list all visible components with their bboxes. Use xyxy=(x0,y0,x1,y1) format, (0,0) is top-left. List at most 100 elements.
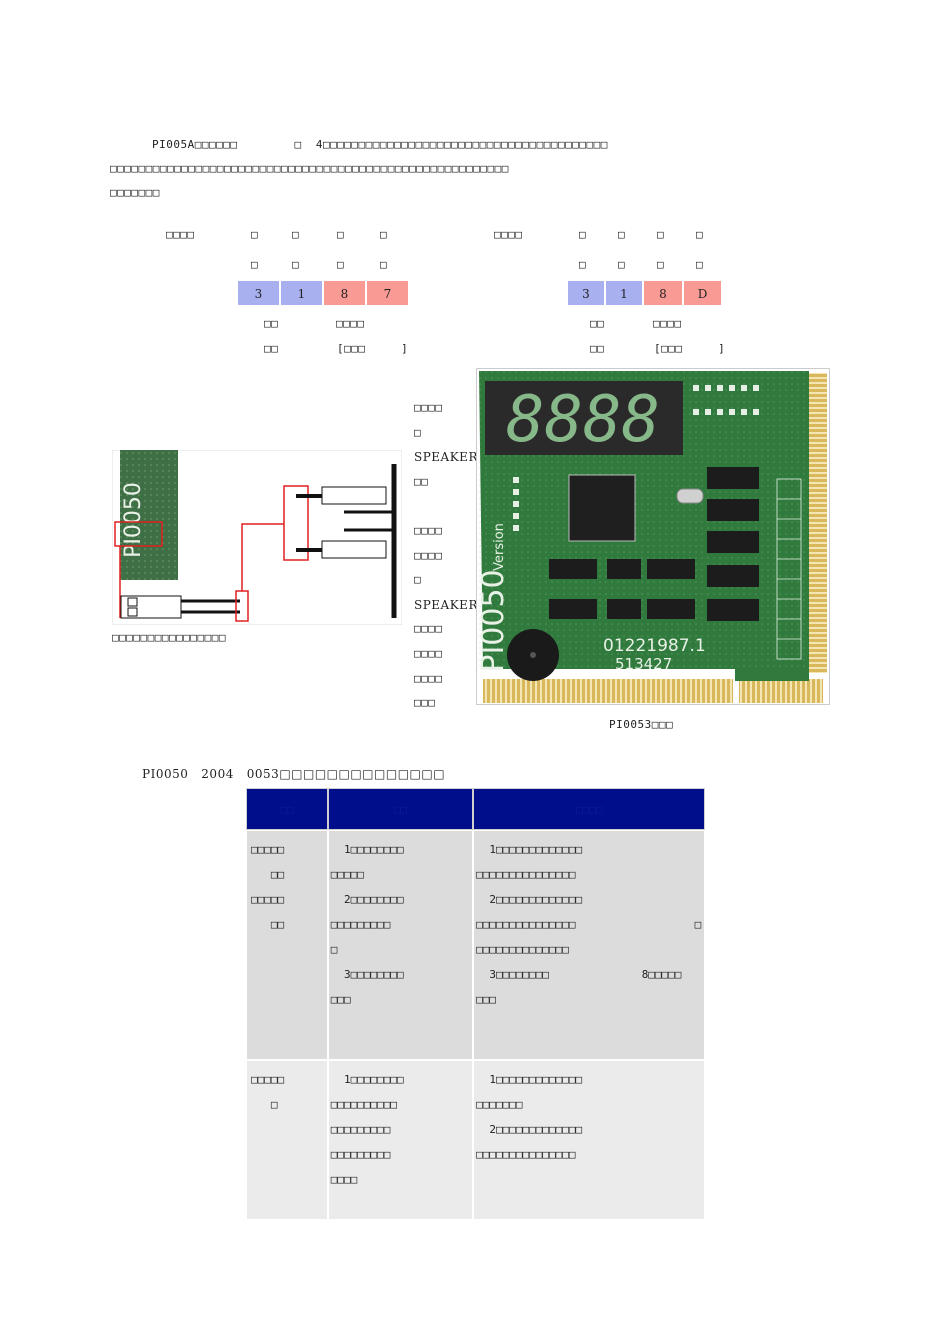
right-row2-2: □ xyxy=(657,258,665,271)
row2-col1-line: □□□□□ xyxy=(251,1073,285,1086)
header-col-3: □□□□ xyxy=(473,788,705,830)
right-row2-0: □ xyxy=(579,258,587,271)
intro-line-3: □□□□□□□ xyxy=(110,186,160,199)
row2-col1-line: □ xyxy=(251,1098,278,1111)
note-line-3: □□ xyxy=(414,474,429,488)
note-line-4 xyxy=(414,494,478,519)
row1-col2: 1□□□□□□□□ □□□□□ 2□□□□□□□□ □□□□□□□□□ □ 3□… xyxy=(327,830,474,1060)
left-row2-1: □ xyxy=(292,258,300,271)
note-line-9: □□□□ xyxy=(414,622,443,636)
pi0053-board-photo: 8888 xyxy=(476,368,830,705)
left-row1-0: □ xyxy=(251,228,259,241)
row2-col2-line: □□□□ xyxy=(330,1173,358,1186)
board-serial-2: 513427 xyxy=(615,655,672,673)
right-sub1-a: □□ xyxy=(590,317,605,330)
row2-col2-line: □□□□□□□□□□ xyxy=(330,1098,397,1111)
note-line-8: SPEAKER xyxy=(414,597,478,612)
left-row1-1: □ xyxy=(292,228,300,241)
note-line-5: □□□□ xyxy=(414,523,443,537)
table-row: □□□□□ □□ □□□□□ □□ 1□□□□□□□□ □□□□□ 2□□□□□… xyxy=(246,830,705,1060)
table-title: PI0050 2004 0053□□□□□□□□□□□□□□ xyxy=(142,767,446,781)
row2-col3-line: □□□□□□□ xyxy=(476,1098,523,1111)
right-digit-1: 1 xyxy=(605,280,643,306)
intro-line-1: PI005A□□□□□□ □ 4□□□□□□□□□□□□□□□□□□□□□□□□… xyxy=(152,138,608,151)
row1-col3-line: 3□□□□□□□□ 8□□□□□ xyxy=(476,968,682,981)
row1-col3-line: □□□ xyxy=(476,993,496,1006)
right-row2-1: □ xyxy=(618,258,626,271)
intro-line-2: □□□□□□□□□□□□□□□□□□□□□□□□□□□□□□□□□□□□□□□□… xyxy=(110,162,509,175)
board-svg: 8888 xyxy=(476,369,829,704)
row1-col2-line: 3□□□□□□□□ xyxy=(330,968,404,981)
header-col-2: □□ xyxy=(327,788,474,830)
left-row2-3: □ xyxy=(380,258,388,271)
right-digit-2: 8 xyxy=(643,280,683,306)
diagnostic-table: □□ □□ □□□□ □□□□□ □□ □□□□□ □□ 1□□□ xyxy=(246,788,705,1220)
row2-col3-line: 1□□□□□□□□□□□□□ xyxy=(476,1073,583,1086)
left-sub1-b: □□□□ xyxy=(336,317,365,330)
left-digit-0: 3 xyxy=(237,280,280,306)
table-header-row: □□ □□ □□□□ xyxy=(246,788,705,830)
row1-col2-line: □□□□□□□□□ xyxy=(330,918,391,931)
row2-col3: 1□□□□□□□□□□□□□ □□□□□□□ 2□□□□□□□□□□□□□ □□… xyxy=(473,1060,705,1220)
left-row1-3: □ xyxy=(380,228,388,241)
row2-col2: 1□□□□□□□□ □□□□□□□□□□ □□□□□□□□□ □□□□□□□□□… xyxy=(327,1060,474,1220)
row1-col3-line: □□□□□□□□□□□□□□ xyxy=(476,943,569,956)
right-digit-3: D xyxy=(683,280,722,306)
row1-col3-line: 1□□□□□□□□□□□□□ xyxy=(476,843,583,856)
row2-col2-line: 1□□□□□□□□ xyxy=(330,1073,404,1086)
board-serial: 01221987.1 xyxy=(603,636,706,656)
row1-col1-line: □□□□□ xyxy=(251,843,285,856)
row1-col3-line: □□□□□□□□□□□□□□□ xyxy=(476,868,576,881)
left-row2-2: □ xyxy=(337,258,345,271)
table-row: □□□□□ □ 1□□□□□□□□ □□□□□□□□□□ □□□□□□□□□ □… xyxy=(246,1060,705,1220)
left-group-label: □□□□ xyxy=(166,228,195,241)
right-sub1-b: □□□□ xyxy=(653,317,682,330)
note-line-7: □ xyxy=(414,573,422,587)
left-digit-3: 7 xyxy=(366,280,409,306)
row1-col1-line: □□ xyxy=(251,868,285,881)
left-sub1-a: □□ xyxy=(264,317,279,330)
left-row2-0: □ xyxy=(251,258,259,271)
speaker-note: □□□□ □ SPEAKER □□ □□□□ □□□□ □ SPEAKER □□… xyxy=(414,396,478,716)
board-model-text: PI0050 xyxy=(477,569,511,672)
right-row1-0: □ xyxy=(579,228,587,241)
board-caption: PI0053□□□ xyxy=(609,718,674,731)
row1-col3: 1□□□□□□□□□□□□□ □□□□□□□□□□□□□□□ 2□□□□□□□□… xyxy=(473,830,705,1060)
row1-col2-line: □□□ xyxy=(330,993,351,1006)
right-sub2-a: □□ xyxy=(590,342,605,355)
row1-col2-line: □ xyxy=(330,943,338,956)
note-line-2: SPEAKER xyxy=(414,450,478,465)
right-group-label: □□□□ xyxy=(494,228,523,241)
cable-caption: □□□□□□□□□□□□□□□□ xyxy=(112,631,226,644)
note-line-0: □□□□ xyxy=(414,401,443,414)
left-row1-2: □ xyxy=(337,228,345,241)
speaker-cable-svg: PI0050 xyxy=(111,449,403,626)
right-row1-1: □ xyxy=(618,228,626,241)
row1-col3-line: □□□□□□□□□□□□□□□ □ xyxy=(476,918,702,931)
right-row1-3: □ xyxy=(696,228,704,241)
header-col-1: □□ xyxy=(246,788,328,830)
note-line-10: □□□□ xyxy=(414,646,443,660)
note-line-11: □□□□ xyxy=(414,671,443,685)
seven-segment-display: 8888 xyxy=(506,383,660,457)
speaker-cable-diagram: PI0050 xyxy=(111,449,403,626)
row2-col1: □□□□□ □ xyxy=(246,1060,328,1220)
row1-col1-line: □□ xyxy=(251,918,285,931)
right-row1-2: □ xyxy=(657,228,665,241)
left-sub2-a: □□ xyxy=(264,342,279,355)
note-line-12: □□□ xyxy=(414,696,436,710)
left-digit-1: 1 xyxy=(280,280,323,306)
row1-col2-line: 1□□□□□□□□ xyxy=(330,843,404,856)
row1-col2-line: □□□□□ xyxy=(330,868,364,881)
row1-col1-line: □□□□□ xyxy=(251,893,285,906)
row1-col2-line: 2□□□□□□□□ xyxy=(330,893,404,906)
left-sub2-b: [□□□ ] xyxy=(337,342,409,355)
right-row2-3: □ xyxy=(696,258,704,271)
board-version-text: Version xyxy=(492,523,507,571)
row2-col3-line: □□□□□□□□□□□□□□□ xyxy=(476,1148,576,1161)
right-sub2-b: [□□□ ] xyxy=(654,342,726,355)
row2-col3-line: 2□□□□□□□□□□□□□ xyxy=(476,1123,583,1136)
row1-col1: □□□□□ □□ □□□□□ □□ xyxy=(246,830,328,1060)
row2-col2-line: □□□□□□□□□ xyxy=(330,1123,391,1136)
right-digit-0: 3 xyxy=(567,280,605,306)
